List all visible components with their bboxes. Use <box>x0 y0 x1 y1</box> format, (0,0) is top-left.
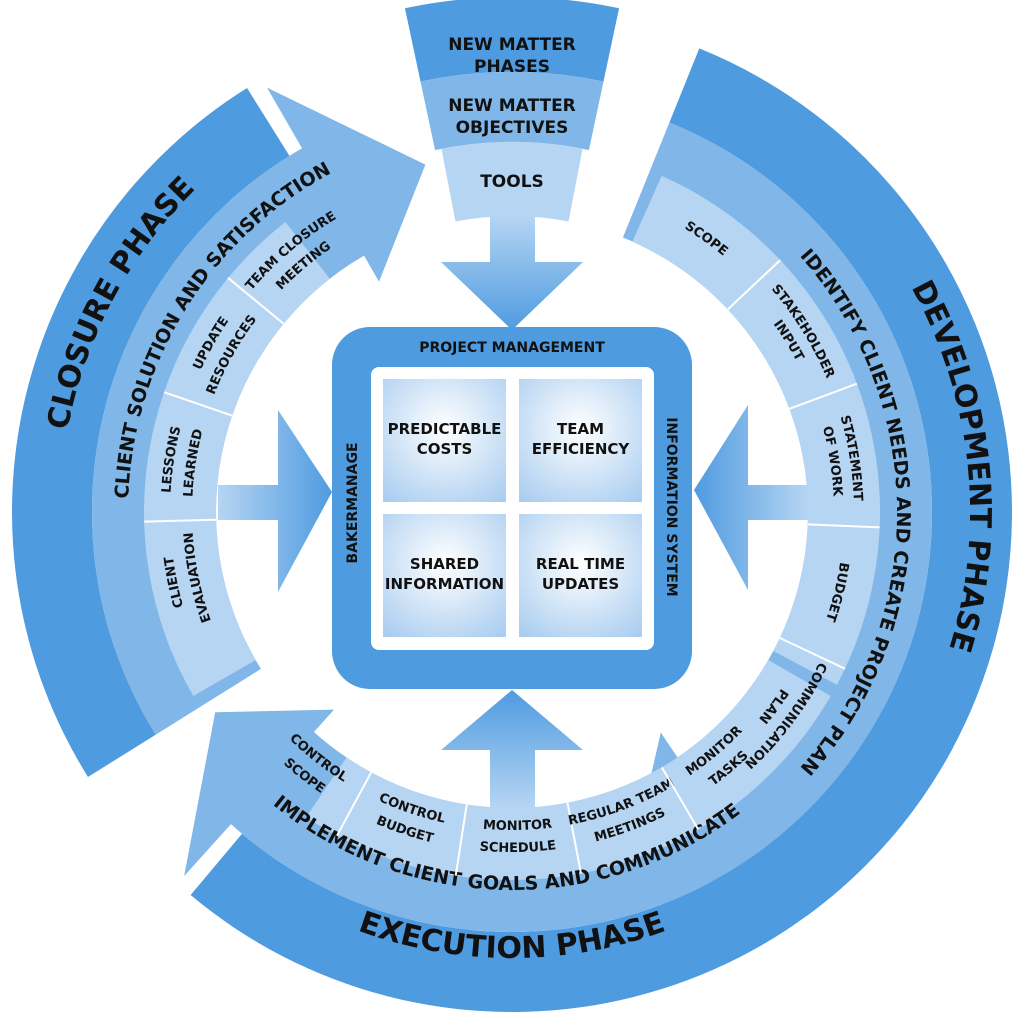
phase-rings <box>11 48 1013 1013</box>
cell-background <box>383 514 506 637</box>
tools-label: TOOLS <box>480 172 544 192</box>
arrow-down-icon <box>441 215 583 330</box>
execution-step: MONITOR <box>482 817 552 834</box>
new-matter-phases-label: PHASES <box>474 57 550 77</box>
new-matter-objectives-label: NEW MATTER <box>448 96 576 116</box>
execution-arrow <box>184 650 883 932</box>
execution-step-divider <box>336 771 373 837</box>
center-arrows <box>218 215 808 808</box>
cell-label: REAL TIME <box>536 555 625 573</box>
development-outer-band <box>669 48 1013 917</box>
development-steps-band <box>632 175 881 786</box>
closure-step-divider <box>227 277 285 325</box>
new-matter-phases-label: NEW MATTER <box>448 35 576 55</box>
cell-background <box>519 514 642 637</box>
predictable-costs-cell: PREDICTABLE COSTS <box>383 379 506 502</box>
closure-step-divider <box>163 391 233 417</box>
cell-background <box>383 379 506 502</box>
cell-label: INFORMATION <box>385 575 504 593</box>
new-matter-objectives-segment <box>420 72 604 151</box>
bakermanage-label: BAKERMANAGE <box>345 442 361 563</box>
new-matter-phases-segment <box>404 0 620 82</box>
arrow-left-icon <box>694 405 808 590</box>
shared-information-cell: SHARED INFORMATION <box>383 514 506 637</box>
team-efficiency-cell: TEAM EFFICIENCY <box>519 379 642 502</box>
cell-label: TEAM <box>557 420 604 438</box>
information-system-label: INFORMATION SYSTEM <box>663 417 679 596</box>
development-step-divider <box>789 382 858 410</box>
real-time-updates-cell: REAL TIME UPDATES <box>519 514 642 637</box>
execution-phase <box>184 650 954 1013</box>
arrow-right-icon <box>218 410 332 592</box>
new-matter-objectives-label: OBJECTIVES <box>456 118 569 138</box>
execution-step: SCHEDULE <box>479 838 557 856</box>
arrow-up-icon <box>441 690 583 808</box>
cell-background <box>519 379 642 502</box>
development-step-divider <box>727 259 781 311</box>
execution-step-divider <box>660 766 700 830</box>
cell-label: UPDATES <box>542 575 619 593</box>
development-step-divider <box>779 637 846 670</box>
tools-segment <box>441 142 583 222</box>
cell-label: SHARED <box>410 555 479 573</box>
closure-phase <box>11 87 426 777</box>
closure-outer-band <box>11 87 290 777</box>
project-management-box: PROJECT MANAGEMENT BAKERMANAGE INFORMATION… <box>332 327 692 689</box>
execution-outer-band <box>190 709 954 1013</box>
closure-steps-band <box>143 222 330 697</box>
cell-label: EFFICIENCY <box>532 440 631 458</box>
cell-label: PREDICTABLE <box>388 420 502 438</box>
development-step-divider <box>807 523 880 529</box>
closure-step-divider <box>144 518 217 523</box>
cell-label: COSTS <box>417 440 473 458</box>
project-management-label: PROJECT MANAGEMENT <box>419 340 605 356</box>
execution-step-divider <box>454 804 468 876</box>
execution-step-divider <box>566 802 582 874</box>
execution-steps-band <box>306 660 831 880</box>
